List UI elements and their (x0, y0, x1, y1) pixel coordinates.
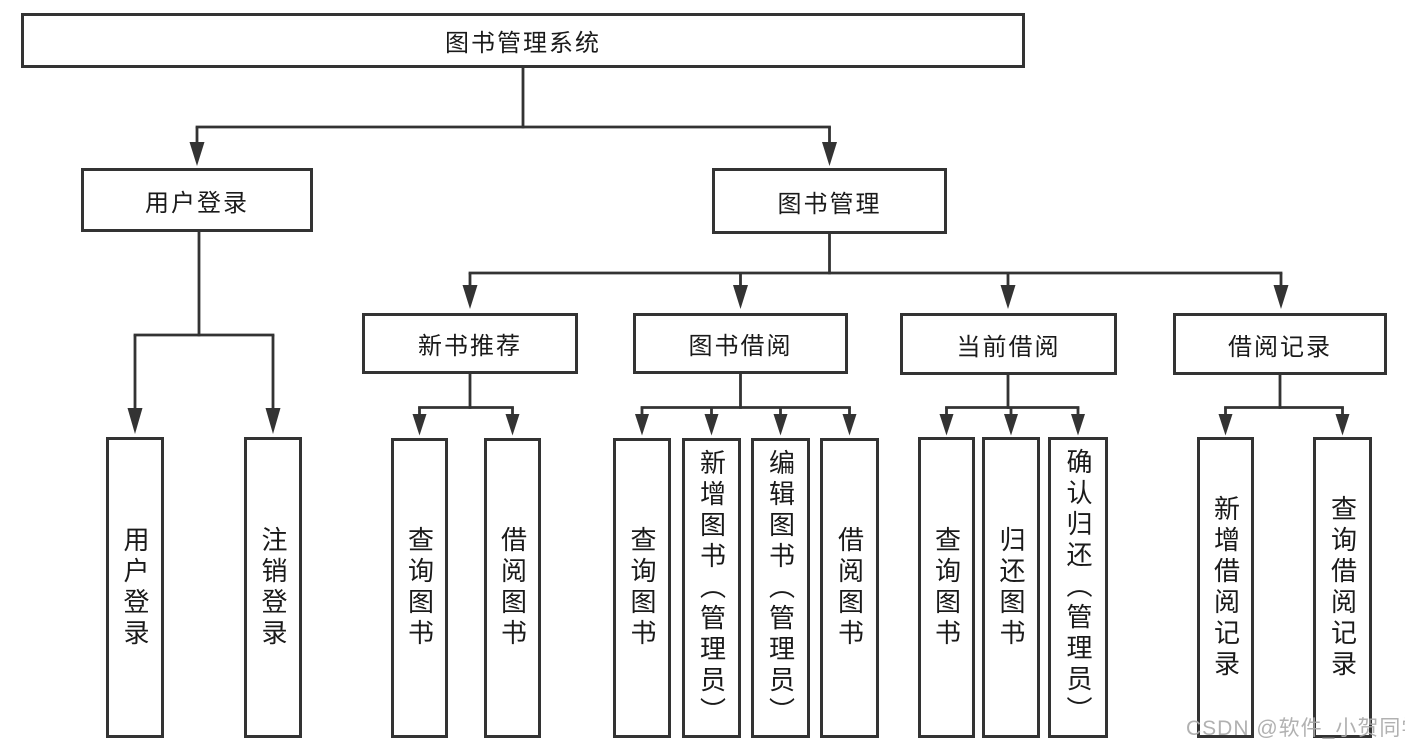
node-new-book-recommend: 新书推荐 (362, 313, 578, 374)
arrow-down-icon (189, 142, 205, 166)
arrow-down-icon (939, 414, 954, 436)
arrow-down-icon (265, 408, 281, 434)
node-edit-book-admin: 编辑图书（管理员） (751, 438, 810, 738)
node-return-book: 归还图书 (982, 437, 1040, 738)
node-root: 图书管理系统 (21, 13, 1025, 68)
root-to-level2-connector (189, 68, 837, 166)
book-management-to-modules-connector (462, 234, 1289, 309)
arrow-down-icon (773, 414, 788, 436)
node-book-management: 图书管理 (712, 168, 947, 234)
arrow-down-icon (822, 142, 837, 166)
arrow-down-icon (842, 414, 857, 436)
node-add-book-admin: 新增图书（管理员） (682, 438, 741, 738)
node-current-borrow: 当前借阅 (900, 313, 1117, 375)
node-add-borrow-record: 新增借阅记录 (1197, 437, 1254, 738)
arrow-down-icon (1335, 414, 1350, 436)
node-user-login: 用户登录 (81, 168, 313, 232)
node-borrow-record: 借阅记录 (1173, 313, 1387, 375)
node-logout-leaf: 注销登录 (244, 437, 302, 738)
node-query-book-recommend: 查询图书 (391, 438, 448, 738)
arrow-down-icon (1000, 285, 1016, 309)
arrow-down-icon (505, 414, 520, 436)
new-book-recommend-children-connector (412, 374, 520, 436)
arrow-down-icon (635, 414, 649, 436)
arrow-down-icon (1071, 414, 1085, 436)
arrow-down-icon (1004, 414, 1018, 436)
arrow-down-icon (462, 285, 478, 309)
arrow-down-icon (412, 414, 427, 436)
node-borrow-book-leaf: 借阅图书 (820, 438, 879, 738)
user-login-children-connector (127, 232, 281, 434)
arrow-down-icon (1273, 285, 1289, 309)
node-book-borrow: 图书借阅 (633, 313, 848, 374)
node-confirm-return-admin: 确认归还（管理员） (1048, 437, 1108, 738)
node-user-login-leaf: 用户登录 (106, 437, 164, 738)
arrow-down-icon (1218, 414, 1233, 436)
node-query-book-current: 查询图书 (918, 437, 975, 738)
node-query-book-borrow: 查询图书 (613, 438, 671, 738)
borrow-record-children-connector (1218, 375, 1350, 436)
arrow-down-icon (127, 408, 143, 434)
node-borrow-book-recommend: 借阅图书 (484, 438, 541, 738)
watermark: CSDN @软件_小贺同学 (1186, 717, 1405, 740)
arrow-down-icon (704, 414, 719, 436)
book-borrow-children-connector (635, 374, 857, 436)
arrow-down-icon (733, 285, 748, 309)
node-query-borrow-record: 查询借阅记录 (1313, 437, 1372, 738)
current-borrow-children-connector (939, 375, 1085, 436)
